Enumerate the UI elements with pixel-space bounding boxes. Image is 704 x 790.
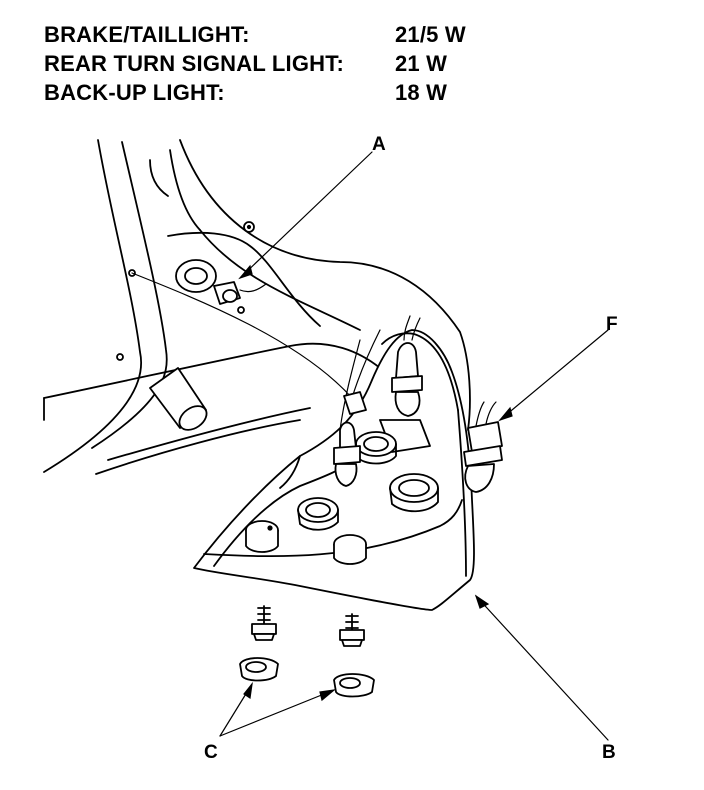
mounting-bolt-right: [339, 613, 365, 647]
callout-label-a: A: [372, 134, 386, 155]
callout-label-f: F: [606, 314, 618, 335]
harness-clip: [149, 367, 208, 431]
back-up-bulb-socket: [333, 421, 361, 487]
vehicle-body-panel: [43, 139, 471, 475]
clip-nut-right: [333, 673, 375, 698]
callout-label-c: C: [204, 742, 218, 763]
spec-value: 21/5 W: [395, 22, 466, 47]
small-connector: [343, 391, 367, 415]
spec-label: BACK-UP LIGHT:: [44, 80, 225, 105]
socket-a: [213, 281, 267, 314]
mounting-bolt-left: [251, 605, 277, 641]
spec-value: 21 W: [395, 51, 448, 76]
mounting-stud-left: [245, 520, 279, 553]
clip-nut-left: [239, 657, 279, 682]
taillight-assembly: [193, 329, 475, 611]
brake-taillight-bulb-socket: [391, 315, 423, 417]
leader-lines: [219, 151, 609, 741]
rear-turn-signal-bulb-socket-f: [463, 401, 503, 493]
spec-label: REAR TURN SIGNAL LIGHT:: [44, 51, 344, 76]
grommet: [175, 259, 217, 293]
spec-label: BRAKE/TAILLIGHT:: [44, 22, 250, 47]
bulb-socket-upper: [355, 431, 397, 465]
body-fastener-holes: [116, 221, 255, 361]
bulb-socket-right: [389, 473, 439, 513]
spec-value: 18 W: [395, 80, 448, 105]
mounting-stud-right: [333, 534, 367, 565]
callout-label-b: B: [602, 742, 616, 763]
bulb-socket-lower: [297, 497, 339, 531]
